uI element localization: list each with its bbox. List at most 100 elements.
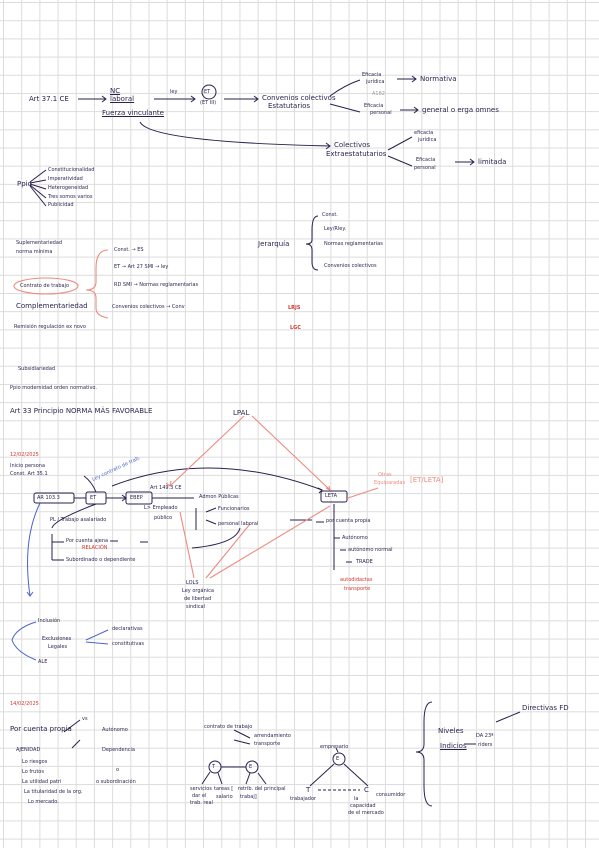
remision-label: Remisión regulación ex novo: [14, 324, 86, 330]
jerarquia-item: Ley/Rley.: [324, 226, 347, 232]
et-art27-label: ET → Art 27 SMI → ley: [114, 264, 169, 270]
t-circle-label: T: [212, 764, 216, 770]
autonomo-label: Autónomo: [342, 535, 368, 541]
inicio-2: Const. Art 35.1: [10, 471, 48, 477]
por-cuenta-propia-label: por cuenta propia: [326, 518, 371, 524]
ppio-item: Constitucionalidad: [48, 167, 95, 173]
utilidad-label: La utilidad patri: [22, 779, 62, 785]
declarativas-label: declarativas: [112, 626, 143, 632]
capacidad-2: capacidad: [350, 803, 376, 809]
limitada-label: limitada: [478, 158, 507, 166]
ppio-modernidad-label: Ppio modernidad orden normativo.: [10, 385, 97, 391]
mercado-label: Lo mercado.: [28, 799, 59, 805]
eficacia-personal-1: Eficacia: [364, 103, 384, 109]
jerarquia-item: Convenios colectivos: [324, 263, 377, 269]
date-2: 14/02/2025: [10, 701, 39, 707]
nc-label: NC: [110, 87, 121, 95]
lols-2: Ley orgánica: [182, 588, 214, 594]
lols-4: sindical: [186, 604, 205, 610]
consumidor-label: consumidor: [376, 792, 406, 798]
dependencia-label: Dependencia: [102, 747, 135, 753]
lols-3: de libertad: [184, 596, 212, 602]
const-es-label: Const. → ES: [114, 247, 144, 253]
capacidad-1: la: [354, 796, 359, 802]
ppio-item: Imperatividad: [48, 176, 83, 182]
art-149-label: Art 149.3 CE: [150, 485, 182, 491]
titularidad-label: La titularidad de la org.: [24, 789, 83, 795]
e-circle2-label: E: [336, 756, 340, 762]
suplementariedad-2: norma mínima: [16, 249, 53, 255]
exclusiones-1: Exclusiones: [42, 636, 72, 642]
a182-label: A182: [372, 91, 385, 97]
empresario-label: empresario: [320, 744, 349, 750]
ar-box-label: AR 103.3: [37, 495, 60, 501]
lgc-label: LGC: [290, 325, 301, 331]
lpal-label: LPAL: [233, 409, 250, 417]
riesgos-label: Lo riesgos: [22, 759, 48, 765]
art33-label: Art 33 Principio NORMA MÁS FAVORABLE: [10, 407, 153, 415]
servicios-1: servicios: [190, 786, 212, 792]
capacidad-3: de el mercado: [348, 810, 384, 816]
normativa-label: Normativa: [420, 75, 457, 83]
eficacia-juridica-2: jurídica: [366, 79, 385, 85]
suplementariedad-1: Suplementariedad: [16, 240, 63, 246]
et-art-label: (ET III): [200, 100, 217, 106]
fuerza-vinculante-label: Fuerza vinculante: [102, 109, 164, 117]
servicios-3: trab. real: [190, 800, 213, 806]
relacion-label: RELACIÓN: [82, 545, 108, 551]
rd-smi-label: RD SMI → Normas reglamentarias: [114, 282, 199, 288]
frutos-label: Lo frutos: [22, 769, 44, 775]
otras-2: Equiparadas: [374, 480, 406, 486]
lols-1: LOLS: [186, 580, 199, 586]
lrjs-label: LRJS: [288, 305, 301, 311]
convenios-conv-label: Convenios colectivos → Conv: [112, 304, 185, 310]
riders-label: riders: [478, 742, 493, 748]
inclusion-label: Inclusión: [38, 618, 61, 624]
eficacia-personal-b2: personal: [414, 165, 436, 171]
jerarquia-label: Jerarquía: [258, 240, 290, 248]
servicios-2: dar el: [192, 793, 207, 799]
eficacia-juridica-b2: jurídica: [418, 137, 437, 143]
laboral-label: laboral: [110, 95, 135, 103]
autodidactas-1: autodidactas: [340, 577, 373, 583]
admon-label: Admon Públicas: [199, 494, 239, 500]
eficacia-personal-2: personal: [370, 110, 392, 116]
tareas-1: tareas [: [214, 786, 234, 792]
principal-label: principal: [264, 786, 286, 792]
cuenta-ajena-label: Por cuenta ajena: [66, 538, 109, 544]
ajenidad-label: AJENIDAD: [16, 747, 41, 753]
art37-label: Art 37.1 CE: [29, 95, 69, 103]
exclusiones-2: Legales: [48, 644, 68, 650]
c-right-label: C: [364, 786, 369, 794]
empleado-1: L> Empleado: [144, 505, 178, 511]
et-circle-label: ET: [204, 89, 211, 95]
e-circle-label: E: [249, 764, 253, 770]
eficacia-juridica-1: Eficacia: [362, 72, 382, 78]
eficacia-juridica-b1: eficacia: [414, 130, 434, 136]
autodidactas-2: transporte: [344, 586, 371, 592]
o-label: o: [116, 767, 120, 773]
ale-label: ALE: [38, 659, 48, 665]
funcionarios-label: Funcionarios: [218, 506, 250, 512]
subsidiariedad-label: Subsidiariedad: [18, 366, 56, 372]
estatutarios-label: Estatutarios: [268, 102, 311, 110]
subordinacion-label: o subordinación: [96, 779, 136, 785]
transporte-label: transporte: [254, 741, 281, 747]
subordinado-label: Subordinado o dependiente: [66, 557, 136, 563]
pl-trabajo-label: PL / Trabajo asalariado: [50, 517, 107, 523]
directivas-label: Directivas FD: [522, 704, 569, 712]
cuenta-propia-label: Por cuenta propia: [10, 725, 72, 733]
colectivos-label: Colectivos: [334, 141, 371, 149]
contrato-trabajo2-label: contrato de trabajo: [204, 724, 253, 730]
ppio-item: Tres somos varios: [48, 194, 93, 200]
extraestatutarios-label: Extraestatutarios: [326, 150, 387, 158]
ppio-item: Publicidad: [48, 202, 74, 208]
empleado-2: público: [154, 515, 173, 521]
indicios-label: Indicios: [440, 742, 467, 750]
complementariedad-label: Complementariedad: [16, 302, 88, 310]
arrendamiento-label: arrendamiento: [254, 733, 291, 739]
t-left-label: T: [306, 786, 311, 794]
otras-bracket: [ET/LETA]: [410, 476, 444, 484]
ley-label: ley: [170, 89, 178, 95]
